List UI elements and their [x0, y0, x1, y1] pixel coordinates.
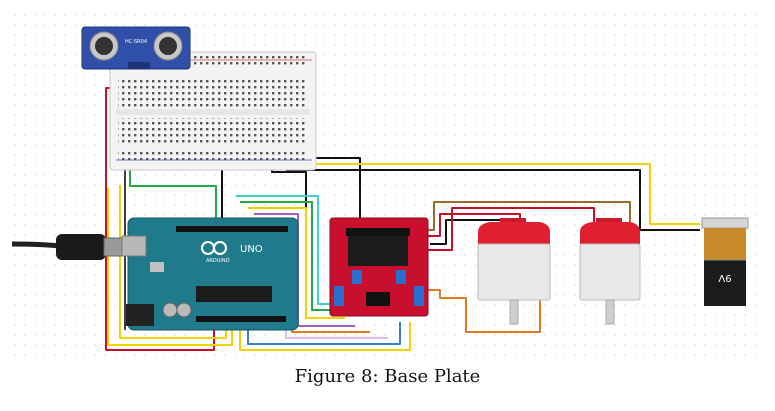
arduino-board-label: UNO [240, 244, 263, 255]
arduino-board: UNO ARDUINO [121, 217, 299, 331]
figure-caption: Figure 8: Base Plate [294, 366, 481, 387]
battery: 9V [701, 217, 749, 306]
ultrasonic-sensor: HC-SR04 [81, 26, 191, 70]
motor-driver-icon [346, 228, 410, 266]
sensor-model-label: HC-SR04 [125, 39, 147, 45]
motor-driver [329, 217, 429, 317]
arduino-brand-label: ARDUINO [206, 258, 230, 264]
arduino-board-icon [201, 241, 227, 255]
breadboard [109, 51, 317, 171]
dc-motor-right [579, 218, 641, 325]
dc-motor-left [477, 218, 551, 325]
ultrasonic-sensor-icon [89, 31, 183, 61]
battery-label: 9V [718, 272, 731, 283]
